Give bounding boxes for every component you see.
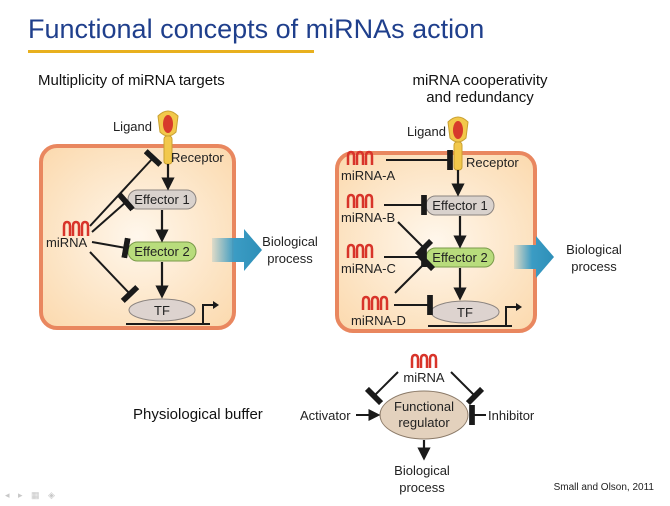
effector1-label-right: Effector 1 <box>432 198 487 213</box>
heading-cooperativity-line2: and redundancy <box>426 89 534 106</box>
receptor-label-left: Receptor <box>171 150 224 165</box>
mirna-label-left: miRNA <box>46 235 87 250</box>
ligand-label-right: Ligand <box>407 124 446 139</box>
tf-label-right: TF <box>457 305 473 320</box>
output-label-right-2: process <box>571 259 617 274</box>
output-label-right-1: Biological <box>566 242 622 257</box>
effector1-label-left: Effector 1 <box>134 192 189 207</box>
inhibit-mirna-receptor-left <box>89 149 163 227</box>
inhibit-mirna-b-effector2 <box>397 221 434 258</box>
ligand-icon-right <box>453 121 463 139</box>
inhibit-mirna-effector2-left <box>91 237 131 259</box>
inhibit-mirna-activator <box>364 371 399 406</box>
output-arrow-left <box>212 229 262 271</box>
panel-cooperativity: Ligand Receptor Effector 1 Effector 2 TF… <box>335 116 622 333</box>
inhibit-mirna-effector1-left <box>91 192 135 233</box>
output-label-left-1: Biological <box>262 234 318 249</box>
slide-title: Functional concepts of miRNAs action <box>28 14 485 44</box>
receptor-label-right: Receptor <box>466 155 519 170</box>
effector2-label-left: Effector 2 <box>134 244 189 259</box>
mirna-b-hairpin-icon <box>346 193 374 208</box>
citation: Small and Olson, 2011 <box>553 482 654 493</box>
heading-cooperativity-line1: miRNA cooperativity <box>412 72 548 89</box>
mirna-a-label: miRNA-A <box>341 168 395 183</box>
heading-physiological-buffer: Physiological buffer <box>133 406 263 423</box>
inhibit-mirna-tf-left <box>89 251 140 303</box>
mirna-c-label: miRNA-C <box>341 261 396 276</box>
heading-cooperativity: miRNA cooperativity and redundancy <box>380 72 580 106</box>
tf-node-left <box>128 298 196 322</box>
tf-label-left: TF <box>154 303 170 318</box>
mirna-d-label: miRNA-D <box>351 313 406 328</box>
effector2-label-right: Effector 2 <box>432 250 487 265</box>
mirna-hairpin-icon-bottom <box>410 353 438 368</box>
mirna-c-hairpin-icon <box>346 243 374 258</box>
gene-line-left <box>126 304 214 325</box>
ligand-icon-left <box>163 115 173 133</box>
mirna-d-hairpin-icon <box>361 295 389 310</box>
output-arrow-right <box>514 236 554 278</box>
output-label-bottom-1: Biological <box>394 463 450 478</box>
inhibit-mirna-inhibitor <box>450 371 485 406</box>
mirna-a-hairpin-icon <box>346 150 374 165</box>
activator-label: Activator <box>300 408 351 423</box>
heading-multiplicity: Multiplicity of miRNA targets <box>38 72 225 89</box>
mirna-hairpin-icon-left <box>62 220 90 236</box>
ligand-label-left: Ligand <box>113 119 152 134</box>
output-label-left-2: process <box>267 251 313 266</box>
regulator-label-1: Functional <box>394 399 454 414</box>
regulator-label-2: regulator <box>398 415 450 430</box>
mirna-label-bottom: miRNA <box>403 370 444 385</box>
inhibit-mirna-d-effector2 <box>394 252 436 294</box>
title-underline <box>28 50 314 53</box>
gene-line-right <box>428 306 517 327</box>
output-label-bottom-2: process <box>399 480 445 495</box>
panel-physiological-buffer: miRNA Functional regulator Activator Inh… <box>300 353 535 495</box>
inhibitor-label: Inhibitor <box>488 408 535 423</box>
panel-multiplicity: Ligand Receptor Effector 1 Effector 2 TF… <box>39 110 318 330</box>
slide-nav-controls[interactable]: ◂ ▸ ▦ ◈ <box>5 490 58 500</box>
mirna-b-label: miRNA-B <box>341 210 395 225</box>
